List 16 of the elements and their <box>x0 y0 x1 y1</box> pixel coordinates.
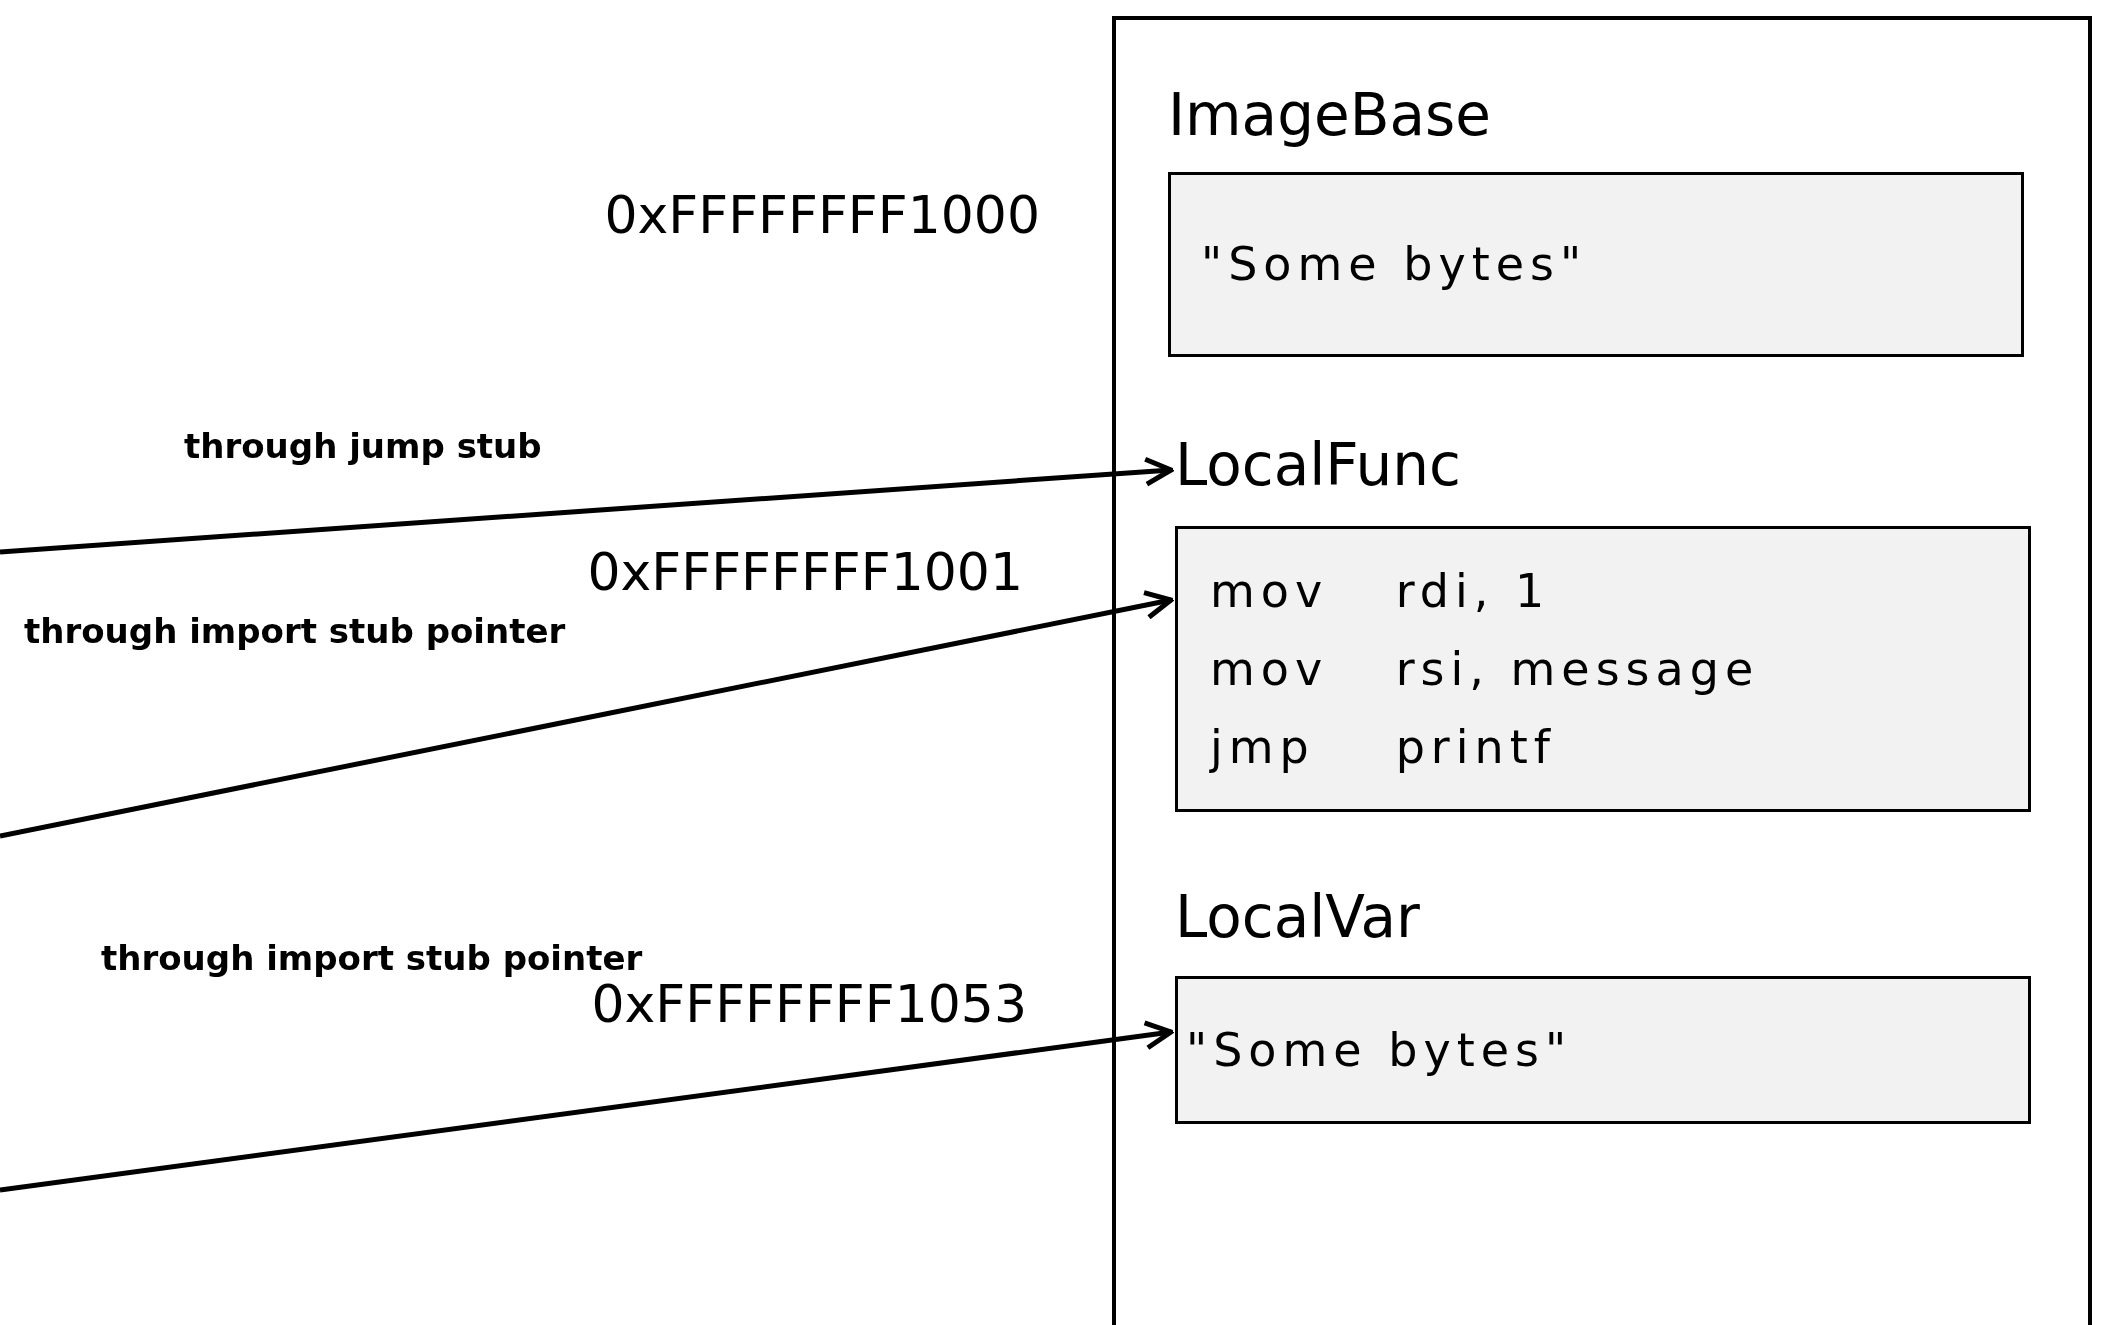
arrow <box>0 456 1174 555</box>
code-line: mov rdi, 1 <box>1210 563 1552 620</box>
section-heading: ImageBase <box>1168 80 1492 150</box>
byte-string: "Some bytes" <box>1201 236 1589 293</box>
memory-region <box>1112 16 2092 1325</box>
code-line: jmp printf <box>1210 719 1557 776</box>
code-line: mov rsi, message <box>1210 641 1761 698</box>
address-label: 0xFFFFFFFF1000 <box>604 185 1040 245</box>
edge-label: through import stub pointer <box>24 610 566 653</box>
arrow <box>0 1020 1174 1193</box>
arrow <box>0 590 1174 839</box>
edge-label: through jump stub <box>184 425 542 468</box>
section-heading: LocalFunc <box>1175 430 1462 500</box>
section-heading: LocalVar <box>1175 882 1421 952</box>
address-label: 0xFFFFFFFF1001 <box>587 542 1023 602</box>
byte-string: "Some bytes" <box>1186 1021 1574 1079</box>
